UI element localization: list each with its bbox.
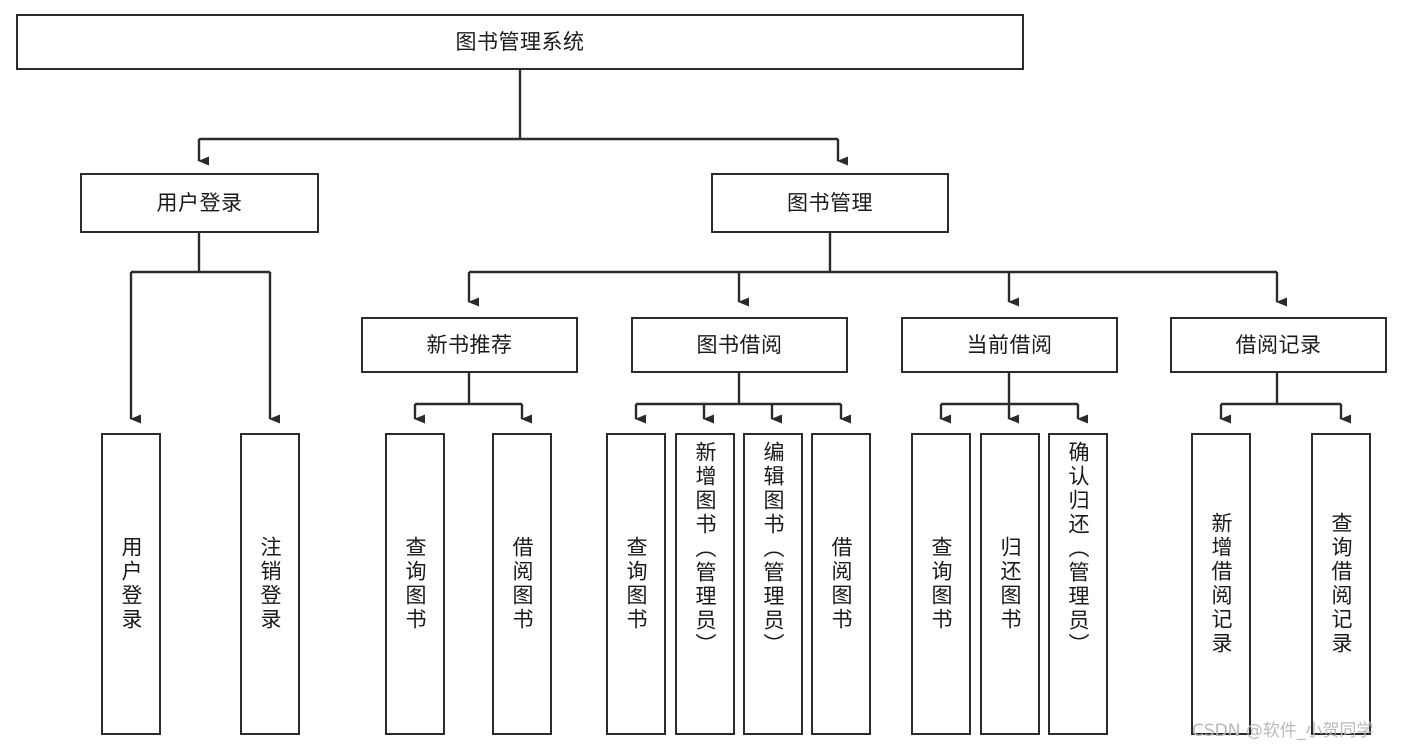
node-label: 编辑图书（管理员）	[761, 441, 786, 657]
node-label: 查询图书	[624, 536, 649, 632]
node-label: 确认归还（管理员）	[1066, 441, 1091, 657]
node-label: 借阅记录	[1235, 332, 1322, 357]
node-label: 归还图书	[998, 536, 1023, 632]
node-borrow-record[interactable]: 借阅记录	[1170, 317, 1387, 373]
node-label: 借阅图书	[829, 536, 854, 632]
leaf-recommend-borrow-book[interactable]: 借阅图书	[492, 433, 552, 735]
leaf-user-login-logout[interactable]: 注销登录	[240, 433, 300, 735]
node-label: 图书管理	[787, 190, 873, 215]
node-label: 注销登录	[258, 536, 283, 632]
node-book-borrow[interactable]: 图书借阅	[631, 317, 848, 373]
node-label: 查询借阅记录	[1329, 512, 1354, 656]
node-label: 用户登录	[156, 190, 243, 215]
leaf-record-add-record[interactable]: 新增借阅记录	[1191, 433, 1251, 735]
watermark-text: CSDN @软件_小贺同学	[1192, 721, 1374, 741]
leaf-user-login-login[interactable]: 用户登录	[101, 433, 161, 735]
node-label: 新书推荐	[426, 332, 513, 357]
leaf-current-query-book[interactable]: 查询图书	[911, 433, 971, 735]
node-book-management[interactable]: 图书管理	[711, 173, 949, 233]
node-new-book-recommend[interactable]: 新书推荐	[361, 317, 578, 373]
node-label: 新增图书（管理员）	[693, 441, 718, 657]
csdn-watermark: CSDN @软件_小贺同学	[1192, 716, 1373, 741]
node-label: 图书管理系统	[455, 29, 585, 54]
leaf-recommend-query-book[interactable]: 查询图书	[385, 433, 445, 735]
node-current-borrow[interactable]: 当前借阅	[901, 317, 1118, 373]
node-label: 图书借阅	[696, 332, 783, 357]
leaf-borrow-add-book-admin[interactable]: 新增图书（管理员）	[675, 433, 735, 735]
leaf-current-return-book[interactable]: 归还图书	[980, 433, 1040, 735]
node-label: 借阅图书	[510, 536, 535, 632]
leaf-record-query-record[interactable]: 查询借阅记录	[1311, 433, 1371, 735]
leaf-current-confirm-return-admin[interactable]: 确认归还（管理员）	[1048, 433, 1108, 735]
node-user-login[interactable]: 用户登录	[80, 173, 319, 233]
leaf-borrow-borrow-book[interactable]: 借阅图书	[811, 433, 871, 735]
leaf-borrow-query-book[interactable]: 查询图书	[606, 433, 666, 735]
node-label: 查询图书	[403, 536, 428, 632]
node-label: 查询图书	[929, 536, 954, 632]
node-label: 新增借阅记录	[1209, 512, 1234, 656]
node-root-system[interactable]: 图书管理系统	[16, 14, 1024, 70]
node-label: 当前借阅	[966, 332, 1053, 357]
leaf-borrow-edit-book-admin[interactable]: 编辑图书（管理员）	[743, 433, 803, 735]
node-label: 用户登录	[119, 536, 144, 632]
